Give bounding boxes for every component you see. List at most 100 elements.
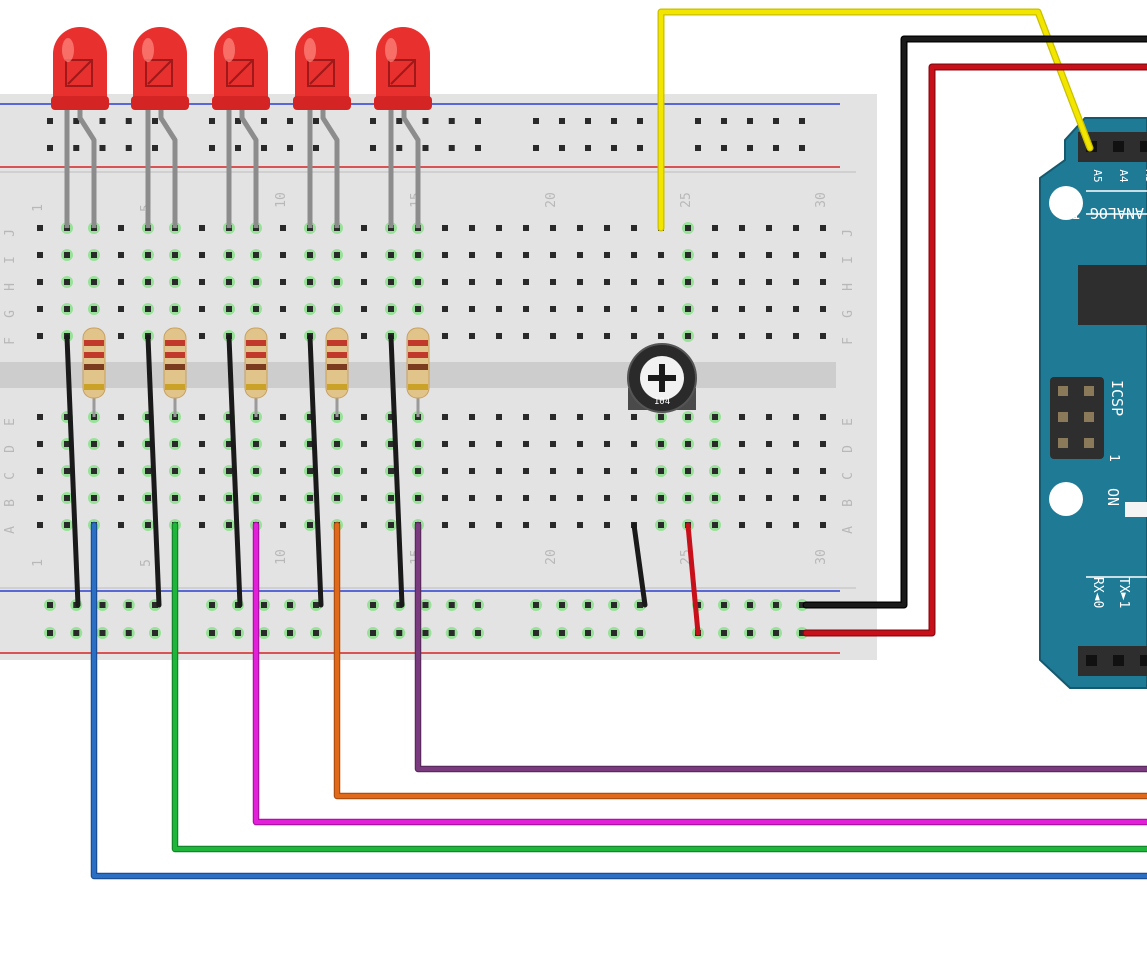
breadboard-hole (388, 495, 394, 501)
breadboard-hole (631, 468, 637, 474)
rail-hole (747, 145, 753, 151)
rail-hole (370, 145, 376, 151)
breadboard-hole (658, 306, 664, 312)
breadboard-hole (145, 306, 151, 312)
breadboard-hole (523, 333, 529, 339)
rail-hole (773, 118, 779, 124)
rail-hole (611, 602, 617, 608)
breadboard-hole (64, 468, 70, 474)
rail-hole (47, 630, 53, 636)
row-label-b-right: B (841, 499, 856, 507)
breadboard-hole (793, 306, 799, 312)
rail-hole (799, 602, 805, 608)
breadboard-hole (793, 468, 799, 474)
breadboard-hole (631, 441, 637, 447)
wire-led2-ground (145, 334, 162, 608)
rail-hole (396, 118, 403, 124)
rail-hole (585, 118, 591, 124)
rail-hole (448, 118, 455, 124)
breadboard-hole (118, 225, 124, 231)
led-3 (212, 27, 270, 228)
row-label-b-left: B (3, 499, 18, 507)
breadboard-hole (577, 441, 583, 447)
rail-hole (637, 145, 643, 151)
breadboard-hole (361, 495, 367, 501)
breadboard-hole (685, 306, 691, 312)
breadboard-hole (280, 441, 286, 447)
wire-pot-ground (631, 522, 648, 608)
rail-hole (559, 602, 565, 608)
breadboard-hole (658, 468, 664, 474)
breadboard-hole (469, 279, 475, 285)
breadboard-hole (631, 495, 637, 501)
breadboard-hole (172, 468, 178, 474)
breadboard-hole (577, 522, 583, 528)
breadboard-hole (145, 279, 151, 285)
rail-hole (637, 630, 643, 636)
breadboard-hole (631, 225, 637, 231)
breadboard-hole (523, 522, 529, 528)
breadboard-hole (415, 495, 421, 501)
breadboard-hole (118, 441, 124, 447)
wires (64, 8, 1147, 880)
col-label-30-bottom: 30 (814, 549, 829, 565)
breadboard-hole (577, 306, 583, 312)
rail-hole (533, 145, 539, 151)
breadboard-hole (226, 306, 232, 312)
breadboard-hole (685, 468, 691, 474)
breadboard-hole (64, 441, 70, 447)
breadboard-hole (793, 225, 799, 231)
row-label-j-right: J (841, 229, 856, 237)
wire-led4-ground (307, 334, 324, 608)
breadboard-hole (658, 252, 664, 258)
breadboard-hole (415, 468, 421, 474)
analog-in-label: ANALOG IN (1063, 204, 1144, 222)
breadboard-hole (793, 495, 799, 501)
breadboard-hole (37, 333, 43, 339)
breadboard-hole (820, 414, 826, 420)
breadboard-hole (307, 522, 313, 528)
breadboard-hole (793, 279, 799, 285)
breadboard-hole (442, 252, 448, 258)
rail-hole (773, 145, 779, 151)
breadboard-hole (361, 333, 367, 339)
rail-hole (287, 630, 293, 636)
breadboard-hole (550, 279, 556, 285)
breadboard-hole (226, 279, 232, 285)
rail-hole (261, 630, 267, 636)
breadboard-hole (442, 522, 448, 528)
breadboard-hole (253, 441, 259, 447)
breadboard-hole (361, 468, 367, 474)
tx-label: TX►1 (1116, 577, 1131, 608)
breadboard-hole (172, 279, 178, 285)
rail-hole (313, 602, 319, 608)
breadboard-hole (118, 279, 124, 285)
breadboard-hole (118, 495, 124, 501)
breadboard-hole (793, 441, 799, 447)
row-label-j-left: J (3, 229, 18, 237)
breadboard-hole (91, 468, 97, 474)
breadboard-hole (496, 252, 502, 258)
breadboard-hole (199, 333, 205, 339)
rail-hole (422, 630, 429, 636)
rail-hole (396, 602, 403, 608)
rail-hole (637, 118, 643, 124)
breadboard-hole (685, 225, 691, 231)
breadboard-hole (64, 522, 70, 528)
wire-led1-ground (64, 334, 81, 608)
pin-label-a5: A5 (1091, 169, 1104, 182)
breadboard-hole (739, 441, 745, 447)
rail-hole (721, 602, 727, 608)
breadboard-hole (685, 495, 691, 501)
row-label-d-right: D (841, 445, 856, 453)
breadboard-hole (766, 279, 772, 285)
wire-pot-power (685, 522, 701, 636)
col-label-1: 1 (31, 204, 46, 212)
rail-hole (585, 630, 591, 636)
rail-hole (287, 602, 293, 608)
rail-hole (152, 630, 158, 636)
breadboard-hole (253, 279, 259, 285)
breadboard-hole (793, 333, 799, 339)
breadboard-hole (172, 495, 178, 501)
breadboard: 1 5 10 15 20 25 30 1 5 10 15 20 25 30 J … (0, 94, 877, 660)
